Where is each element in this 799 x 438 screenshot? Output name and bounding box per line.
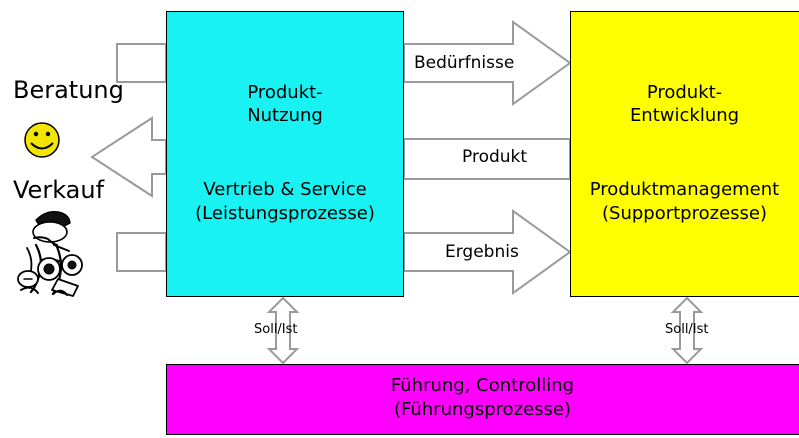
fuehrung-line-1: Führung, Controlling <box>390 375 575 396</box>
entwicklung-line-1: Produkt- <box>646 82 723 103</box>
entwicklung-line-3: Produktmanagement <box>589 179 780 200</box>
sollist-label-left: Soll/Ist <box>254 322 298 337</box>
box-produkt-nutzung <box>166 11 404 297</box>
arrow-sollist-right <box>670 296 704 365</box>
nutzung-line-4: (Leistungsprozesse) <box>195 203 375 224</box>
box-fuehrung-controlling <box>166 364 799 435</box>
box-produkt-entwicklung <box>570 11 799 297</box>
label-beratung: Beratung <box>13 76 124 104</box>
nutzung-line-3: Vertrieb & Service <box>203 179 367 200</box>
fuehrung-line-2: (Führungsprozesse) <box>393 399 572 420</box>
arrow-ergebnis <box>403 209 572 295</box>
sollist-label-right: Soll/Ist <box>665 322 709 337</box>
label-verkauf: Verkauf <box>13 176 105 204</box>
entwicklung-line-2: Entwicklung <box>629 105 740 126</box>
flow-label-ergebnis: Ergebnis <box>445 242 519 262</box>
nutzung-line-1: Produkt- <box>247 82 323 103</box>
flow-label-beduerfnisse: Bedürfnisse <box>414 53 515 73</box>
nutzung-line-2: Nutzung <box>247 105 323 126</box>
entwicklung-line-4: (Supportprozesse) <box>602 203 767 224</box>
flow-label-produkt: Produkt <box>462 147 528 167</box>
arrow-left-output <box>90 116 167 198</box>
arrow-beduerfnisse <box>403 20 572 106</box>
arrow-sollist-left <box>266 296 300 365</box>
seller-cartoon-icon <box>17 210 83 297</box>
arrow-left-top <box>116 43 167 83</box>
smiley-icon <box>24 122 60 158</box>
arrow-left-bottom <box>116 232 167 272</box>
